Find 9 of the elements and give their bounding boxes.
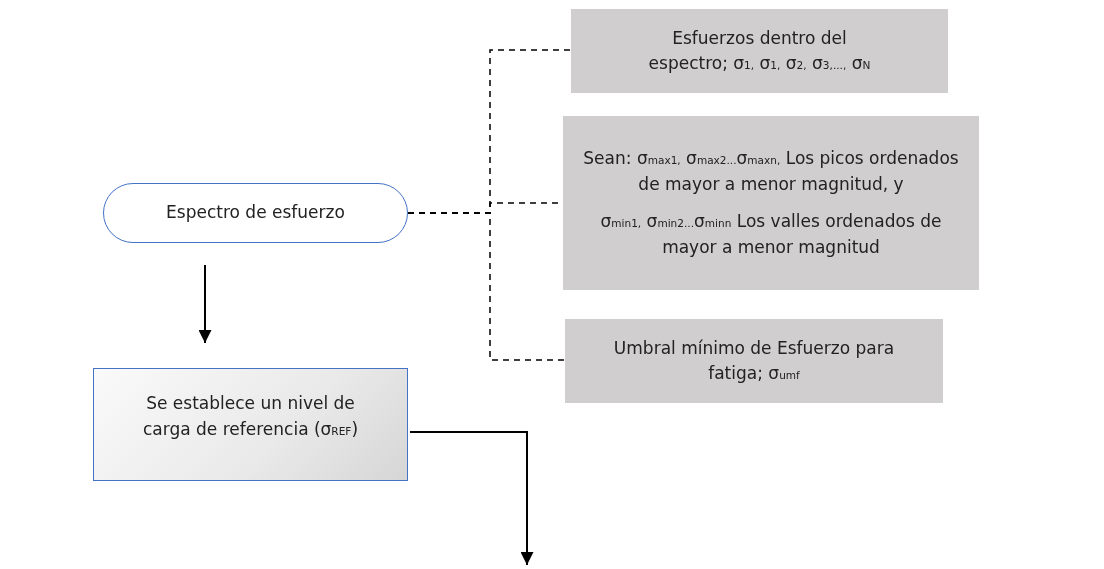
process-box (93, 368, 408, 481)
dashed-connector (407, 212, 566, 361)
terminal-pill (103, 183, 408, 243)
arrow (409, 431, 534, 566)
note-box (565, 319, 943, 403)
note-box (563, 116, 979, 290)
node-text: Espectro de esfuerzo (166, 201, 345, 225)
arrow (198, 264, 212, 344)
note-box (571, 9, 948, 93)
